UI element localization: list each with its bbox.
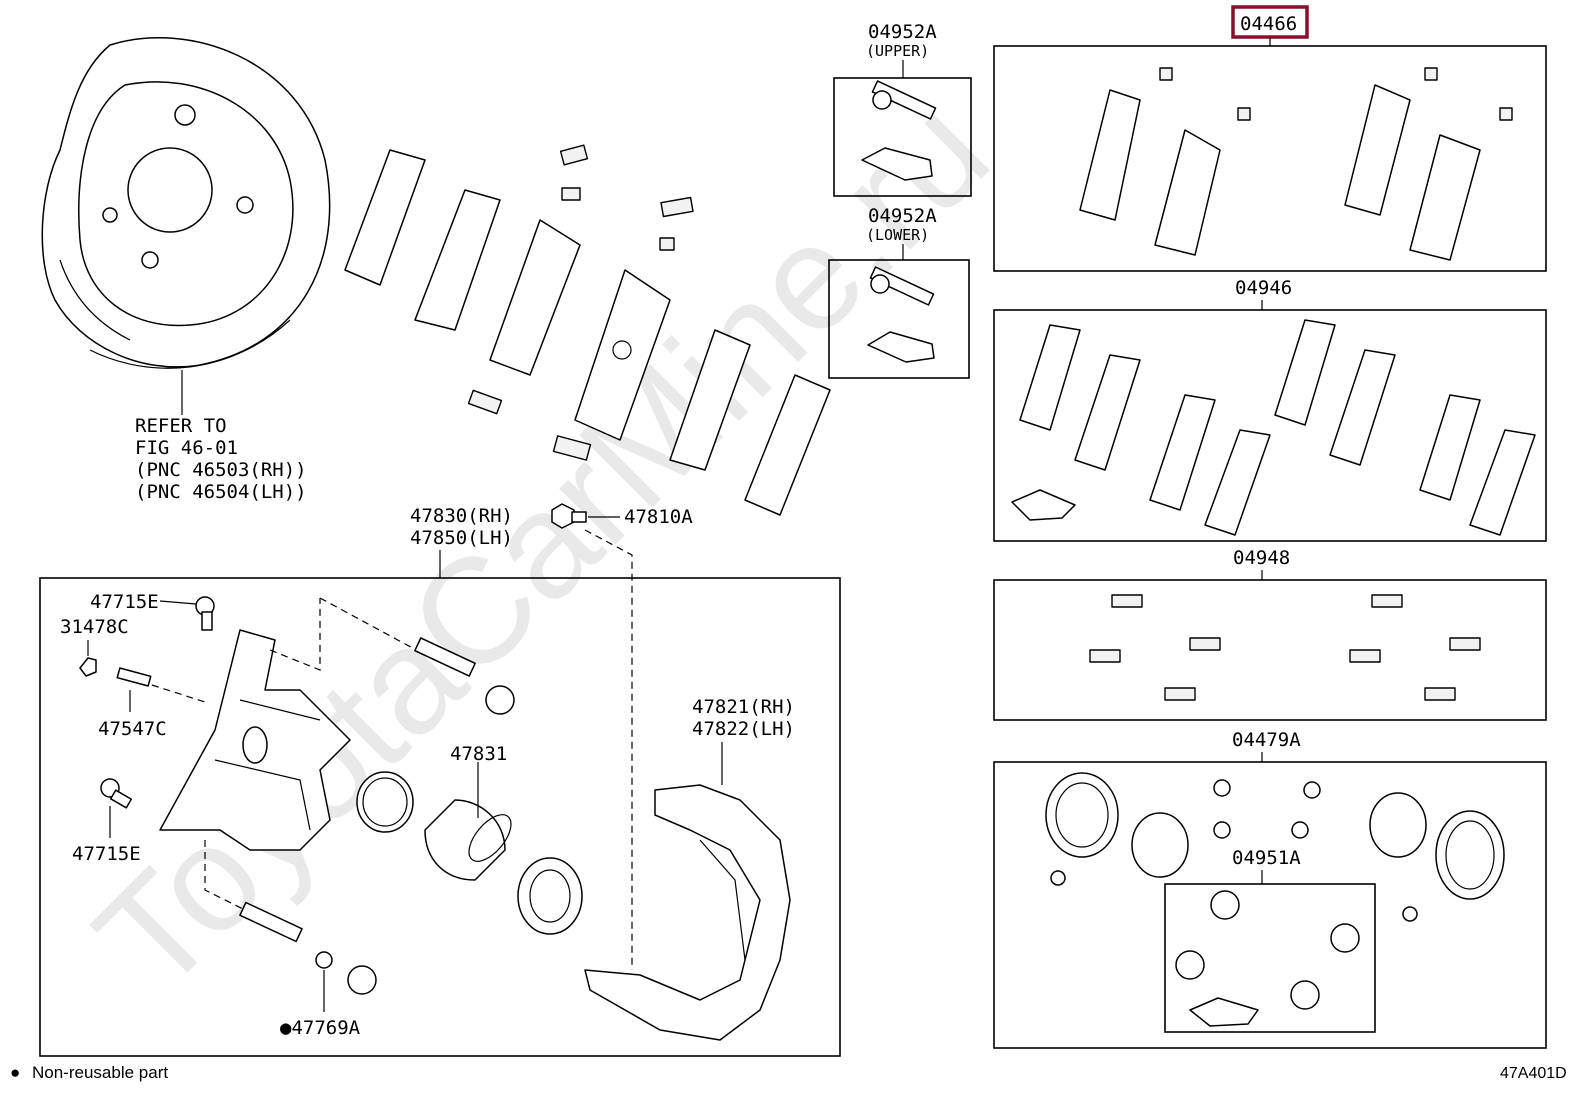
label-47715E-bottom: 47715E <box>72 843 141 865</box>
label-47822: 47822(LH) <box>692 718 795 740</box>
label-31478C: 31478C <box>60 616 129 638</box>
label-47769A: ●47769A <box>280 1017 361 1039</box>
figure-code: 47A401D <box>1500 1065 1567 1082</box>
label-04952A-upper: 04952A <box>868 21 937 43</box>
caliper-body[interactable] <box>159 629 351 851</box>
legend: ● Non-reusable part <box>10 1063 168 1082</box>
label-47831: 47831 <box>450 743 507 765</box>
label-47810A: 47810A <box>624 506 693 528</box>
kit-04466-pad-box[interactable] <box>993 45 1547 272</box>
label-04951A: 04951A <box>1232 847 1301 869</box>
exploded-pads-shims <box>344 144 831 516</box>
kit-04948-clip-box[interactable] <box>993 579 1547 721</box>
refer-line-1: REFER TO <box>135 415 227 437</box>
kit-04946-shim-box[interactable] <box>993 309 1547 542</box>
label-47547C: 47547C <box>98 718 167 740</box>
kit-04948-contents <box>1089 594 1481 701</box>
refer-note: REFER TO FIG 46-01 (PNC 46503(RH)) (PNC … <box>135 415 307 503</box>
caliper-mounting-bracket[interactable] <box>584 784 791 1041</box>
highlight-04466 <box>1231 5 1309 39</box>
kit-04466-contents <box>1079 67 1513 261</box>
label-04946: 04946 <box>1235 277 1292 299</box>
bolt-47715E-bottom[interactable] <box>100 778 133 809</box>
label-04948: 04948 <box>1233 547 1290 569</box>
label-47850: 47850(LH) <box>410 527 513 549</box>
kit-04952A-lower-box[interactable] <box>828 259 970 379</box>
refer-line-3: (PNC 46503(RH)) <box>135 459 307 481</box>
kit-04951A-boot-box[interactable] <box>1164 883 1376 1033</box>
caliper-assembly-box <box>39 577 841 1057</box>
label-04952A-upper-sub: (UPPER) <box>866 42 929 60</box>
kit-04952A-upper-contents <box>861 80 937 181</box>
slide-pin-upper[interactable] <box>414 637 515 715</box>
bolt-47715E-top[interactable] <box>195 596 215 631</box>
label-04466[interactable]: 04466 <box>1240 13 1297 35</box>
pin-47547C[interactable] <box>116 667 152 687</box>
piston-seal-ring[interactable] <box>356 771 414 833</box>
legend-text: Non-reusable part <box>32 1063 168 1082</box>
kit-04951A-contents <box>1175 890 1360 1027</box>
label-47769A-text: 47769A <box>291 1017 360 1039</box>
piston-boot[interactable] <box>517 857 583 935</box>
refer-line-2: FIG 46-01 <box>135 437 238 459</box>
piston-47831[interactable] <box>424 799 519 881</box>
label-04952A-lower: 04952A <box>868 205 937 227</box>
kit-04479A-contents <box>1045 772 1505 922</box>
legend-bullet: ● <box>10 1063 20 1082</box>
label-47830: 47830(RH) <box>410 505 513 527</box>
label-47715E-top: 47715E <box>90 591 159 613</box>
kit-04952A-lower-contents <box>867 266 935 363</box>
kit-04952A-upper-box[interactable] <box>833 77 972 197</box>
kit-04946-contents <box>1011 319 1536 536</box>
slide-pin-lower[interactable] <box>239 901 377 995</box>
bleeder-plug-47810A[interactable] <box>551 503 587 529</box>
cap-31478C[interactable] <box>79 657 97 677</box>
dust-cover-backing-plate[interactable] <box>41 37 331 369</box>
label-47821: 47821(RH) <box>692 696 795 718</box>
kit-04479A-seal-box[interactable] <box>993 761 1547 1049</box>
refer-line-4: (PNC 46504(LH)) <box>135 481 307 503</box>
label-04479A: 04479A <box>1232 729 1301 751</box>
label-04952A-lower-sub: (LOWER) <box>866 226 929 244</box>
